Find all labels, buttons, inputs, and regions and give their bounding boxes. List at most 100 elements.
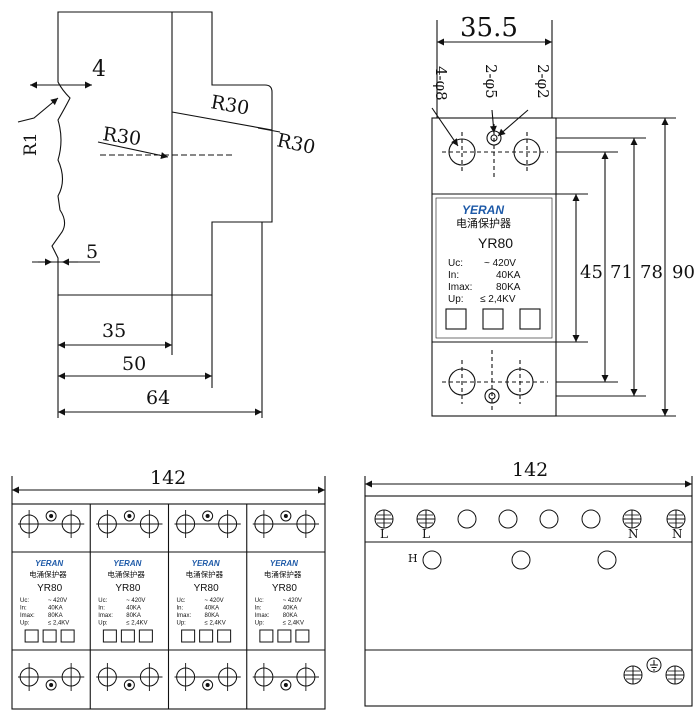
window-3 bbox=[519, 308, 541, 330]
module-brand: YERAN bbox=[35, 559, 63, 568]
module-brand: YERAN bbox=[192, 559, 220, 568]
bottom-terminal-holes bbox=[442, 350, 548, 410]
bottom-small-hole-dot bbox=[283, 683, 288, 687]
side-view bbox=[17, 11, 281, 418]
top-small-hole-dot bbox=[49, 514, 54, 518]
front-spec-val-3: ≤ 2,4KV bbox=[480, 294, 516, 305]
module-spec-value: 40KA bbox=[283, 606, 298, 612]
module-window bbox=[277, 629, 292, 643]
terminal-hole-5 bbox=[539, 509, 559, 529]
terminal-hole-3 bbox=[457, 509, 477, 529]
module-title-cn: 电涌保护器 bbox=[107, 569, 145, 579]
terminal-label-3: N bbox=[672, 527, 683, 541]
front-spec-val-2: 80KA bbox=[496, 282, 521, 293]
module-spec-value: ≤ 2,4KV bbox=[48, 621, 69, 627]
module-spec-key: Uc: bbox=[177, 598, 186, 604]
top-small-hole bbox=[280, 510, 292, 522]
front-spec-val-1: 40KA bbox=[496, 270, 521, 281]
module-model: YR80 bbox=[115, 583, 140, 594]
four-module-width-dim: 142 bbox=[150, 467, 186, 489]
front-title-cn: 电涌保护器 bbox=[456, 216, 511, 230]
dim-90: 90 bbox=[672, 262, 695, 283]
module-window bbox=[217, 629, 232, 643]
front-spec-key-0: Uc: bbox=[448, 258, 463, 269]
module-spec-key: Uc: bbox=[20, 598, 29, 604]
module-title-cn: 电涌保护器 bbox=[29, 569, 67, 579]
module-spec-key: Up: bbox=[255, 621, 265, 627]
terminal-right-hole bbox=[597, 550, 617, 570]
front-model: YR80 bbox=[478, 235, 513, 251]
top-terminal-holes bbox=[442, 124, 548, 180]
front-spec-key-2: Imax: bbox=[448, 282, 472, 293]
module-spec-value: 80KA bbox=[48, 613, 63, 619]
ground-terminal-right bbox=[665, 665, 685, 685]
module-spec-value: 40KA bbox=[205, 606, 220, 612]
terminal-mid-hole bbox=[511, 550, 531, 570]
top-small-hole-dot bbox=[283, 514, 288, 518]
terminal-width-dim: 142 bbox=[512, 459, 548, 481]
terminal-label-1: L bbox=[422, 527, 430, 541]
module-spec-key: In: bbox=[177, 606, 184, 612]
dim-4: 4 bbox=[92, 57, 106, 82]
module-title-cn: 电涌保护器 bbox=[264, 569, 302, 579]
earth-icon bbox=[646, 657, 662, 673]
module-spec-value: ≤ 2,4KV bbox=[205, 621, 226, 627]
module-spec-key: In: bbox=[20, 606, 27, 612]
module-window bbox=[102, 629, 117, 643]
module-window bbox=[42, 629, 57, 643]
module-spec-value: 40KA bbox=[126, 606, 141, 612]
dim-r30-inner: R30 bbox=[101, 123, 142, 150]
module-spec-key: Imax: bbox=[177, 613, 192, 619]
dim-35: 35 bbox=[102, 320, 126, 342]
top-small-hole bbox=[202, 510, 214, 522]
bottom-small-hole-dot bbox=[205, 683, 210, 687]
module-spec-key: Imax: bbox=[20, 613, 35, 619]
terminals-layer bbox=[374, 509, 686, 685]
front-brand: YERAN bbox=[462, 203, 504, 217]
module-model: YR80 bbox=[37, 583, 62, 594]
earth-icon-ring bbox=[646, 657, 662, 673]
module-window bbox=[138, 629, 153, 643]
module-brand: YERAN bbox=[270, 559, 298, 568]
ground-terminal-left bbox=[623, 665, 643, 685]
module-spec-key: Up: bbox=[20, 621, 30, 627]
top-small-hole-dot bbox=[127, 514, 132, 518]
front-spec-key-1: In: bbox=[448, 270, 459, 281]
module-window bbox=[24, 629, 39, 643]
module-window bbox=[295, 629, 310, 643]
module-window bbox=[120, 629, 135, 643]
dim-71: 71 bbox=[610, 262, 633, 283]
terminal-l2-hole bbox=[416, 509, 436, 529]
module-window bbox=[60, 629, 75, 643]
module-window bbox=[181, 629, 196, 643]
module-spec-key: Up: bbox=[98, 621, 108, 627]
dim-2-phi5: 2-φ5 bbox=[482, 64, 500, 99]
module-title-cn: 电涌保护器 bbox=[186, 569, 224, 579]
dim-50: 50 bbox=[122, 353, 146, 375]
module-spec-value: ~ 420V bbox=[205, 598, 224, 604]
dim-4-phi8: 4-φ8 bbox=[432, 66, 450, 101]
side-outline bbox=[51, 11, 273, 296]
dim-2-phi2: 2-φ2 bbox=[534, 64, 552, 99]
dim-35-5: 35.5 bbox=[460, 13, 518, 43]
bottom-small-hole bbox=[202, 679, 214, 691]
bottom-small-hole-dot bbox=[49, 683, 54, 687]
terminal-h-label: H bbox=[408, 552, 418, 565]
bottom-small-hole-dot bbox=[127, 683, 132, 687]
module-spec-value: ~ 420V bbox=[283, 598, 302, 604]
module-spec-value: 80KA bbox=[205, 613, 220, 619]
bottom-small-hole bbox=[123, 679, 135, 691]
module-model: YR80 bbox=[194, 583, 219, 594]
terminal-h-hole bbox=[422, 550, 442, 570]
terminal-hole-6 bbox=[581, 509, 601, 529]
dim-5: 5 bbox=[86, 241, 98, 263]
dim-r30-right: R30 bbox=[275, 129, 317, 159]
top-small-hole-dot bbox=[205, 514, 210, 518]
dim-r30-top: R30 bbox=[209, 91, 251, 119]
terminal-hole-4 bbox=[498, 509, 518, 529]
terminal-n2-hole bbox=[666, 509, 686, 529]
